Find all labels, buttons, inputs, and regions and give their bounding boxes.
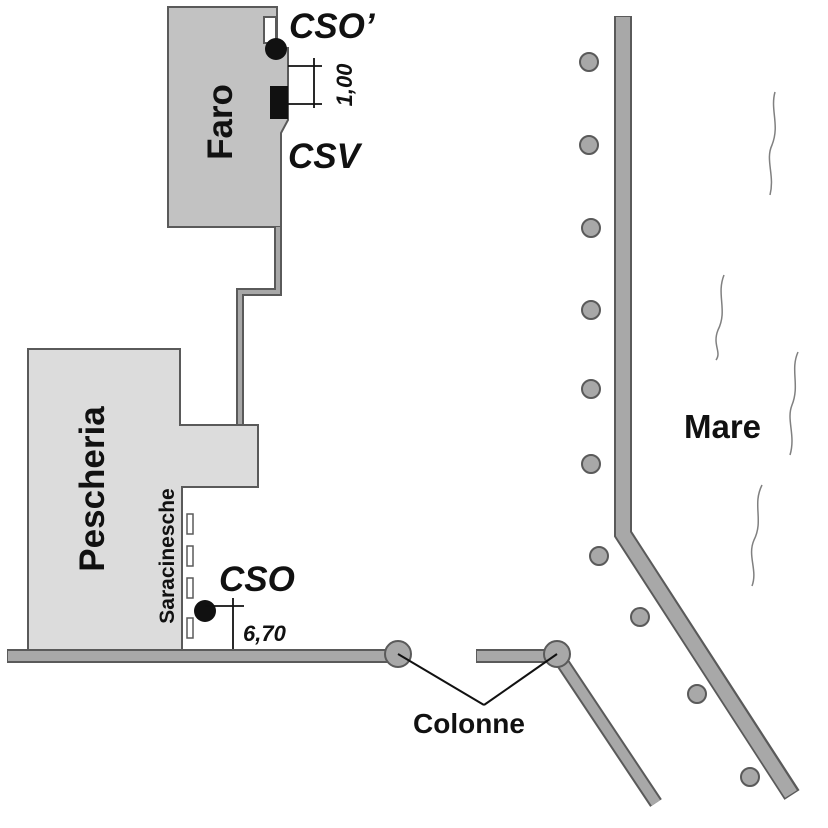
- mare-label: Mare: [684, 408, 761, 445]
- cso-prime-marker: [265, 38, 287, 60]
- colonne-pointers: [397, 653, 558, 706]
- cso-marker: [194, 600, 216, 622]
- dimension-cso-value: 6,70: [243, 621, 287, 646]
- saracinesche-label: Saracinesche: [156, 488, 179, 623]
- colonne-label: Colonne: [413, 708, 525, 739]
- sea-waves: [715, 91, 799, 587]
- cso-label: CSO: [219, 560, 295, 599]
- faro-label: Faro: [201, 84, 240, 160]
- saracinesche-shutters: [186, 513, 194, 639]
- cso-prime-label: CSO’: [289, 7, 376, 46]
- pescheria-building: [27, 348, 259, 651]
- connecting-wall: [236, 227, 282, 425]
- pier-wall: [614, 16, 800, 800]
- dimension-faro-value: 1,00: [332, 63, 357, 107]
- csv-label: CSV: [288, 137, 363, 176]
- csv-marker: [270, 86, 288, 119]
- pescheria-label: Pescheria: [73, 406, 112, 572]
- dimension-faro: [288, 58, 322, 108]
- dimension-cso: [205, 598, 244, 649]
- bollards: [579, 52, 760, 787]
